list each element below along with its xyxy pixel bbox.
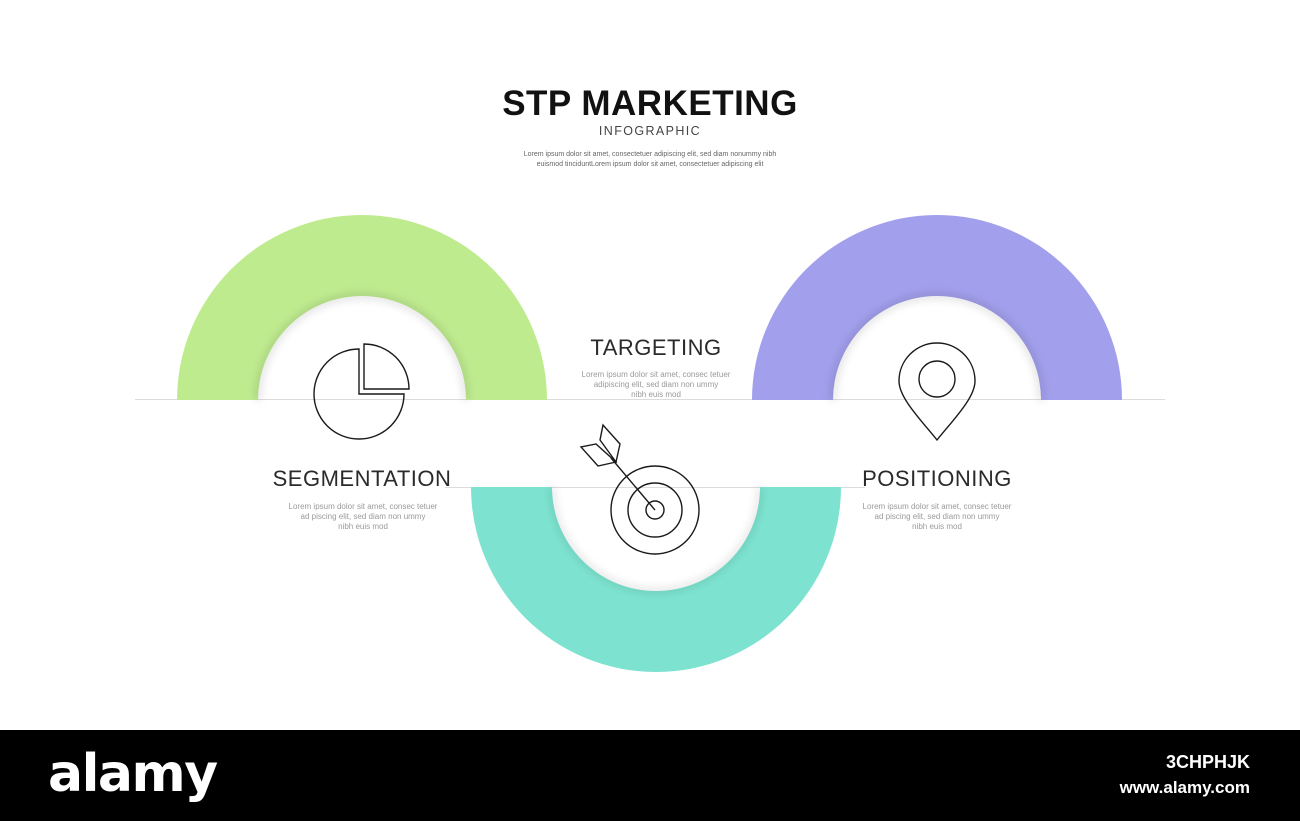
targeting-description: Lorem ipsum dolor sit amet, consec tetue… [570, 370, 742, 400]
description-line: adipiscing elit, sed diam non ummy [593, 380, 719, 389]
positioning-title: POSITIONING [862, 466, 1012, 491]
description-line: Lorem ipsum dolor sit amet, consec tetue… [581, 370, 731, 379]
intro-text: Lorem ipsum dolor sit amet, consectetuer… [480, 150, 820, 169]
site-url: www.alamy.com [1119, 778, 1250, 797]
intro-line: Lorem ipsum dolor sit amet, consectetuer… [523, 151, 777, 158]
description-line: nibh euis mod [338, 522, 388, 531]
page-subtitle: INFOGRAPHIC [598, 124, 702, 138]
brand-logo: alamy [48, 744, 218, 804]
segmentation-arch [177, 215, 547, 401]
description-line: nibh euis mod [912, 522, 962, 531]
intro-line: euismod tinciduntLorem ipsum dolor sit a… [536, 160, 764, 168]
page-title: STP MARKETING [502, 84, 798, 123]
stp-diagram [135, 215, 1165, 672]
positioning-arch [752, 215, 1122, 401]
image-id: 3CHPHJK [1165, 752, 1250, 772]
targeting-arch [471, 486, 841, 672]
description-line: Lorem ipsum dolor sit amet, consec tetue… [862, 502, 1012, 511]
description-line: ad piscing elit, sed diam non ummy [300, 512, 426, 521]
description-line: ad piscing elit, sed diam non ummy [874, 512, 1000, 521]
target-dart-icon [579, 423, 700, 555]
description-line: Lorem ipsum dolor sit amet, consec tetue… [288, 502, 438, 511]
watermark-footer: alamy 3CHPHJK www.alamy.com [0, 730, 1300, 821]
location-pin-icon [898, 342, 976, 442]
targeting-title: TARGETING [590, 335, 722, 360]
segmentation-description: Lorem ipsum dolor sit amet, consec tetue… [278, 502, 448, 532]
pie-chart-icon [313, 343, 410, 440]
positioning-description: Lorem ipsum dolor sit amet, consec tetue… [852, 502, 1022, 532]
description-line: nibh euis mod [631, 390, 681, 399]
segmentation-title: SEGMENTATION [272, 466, 452, 491]
